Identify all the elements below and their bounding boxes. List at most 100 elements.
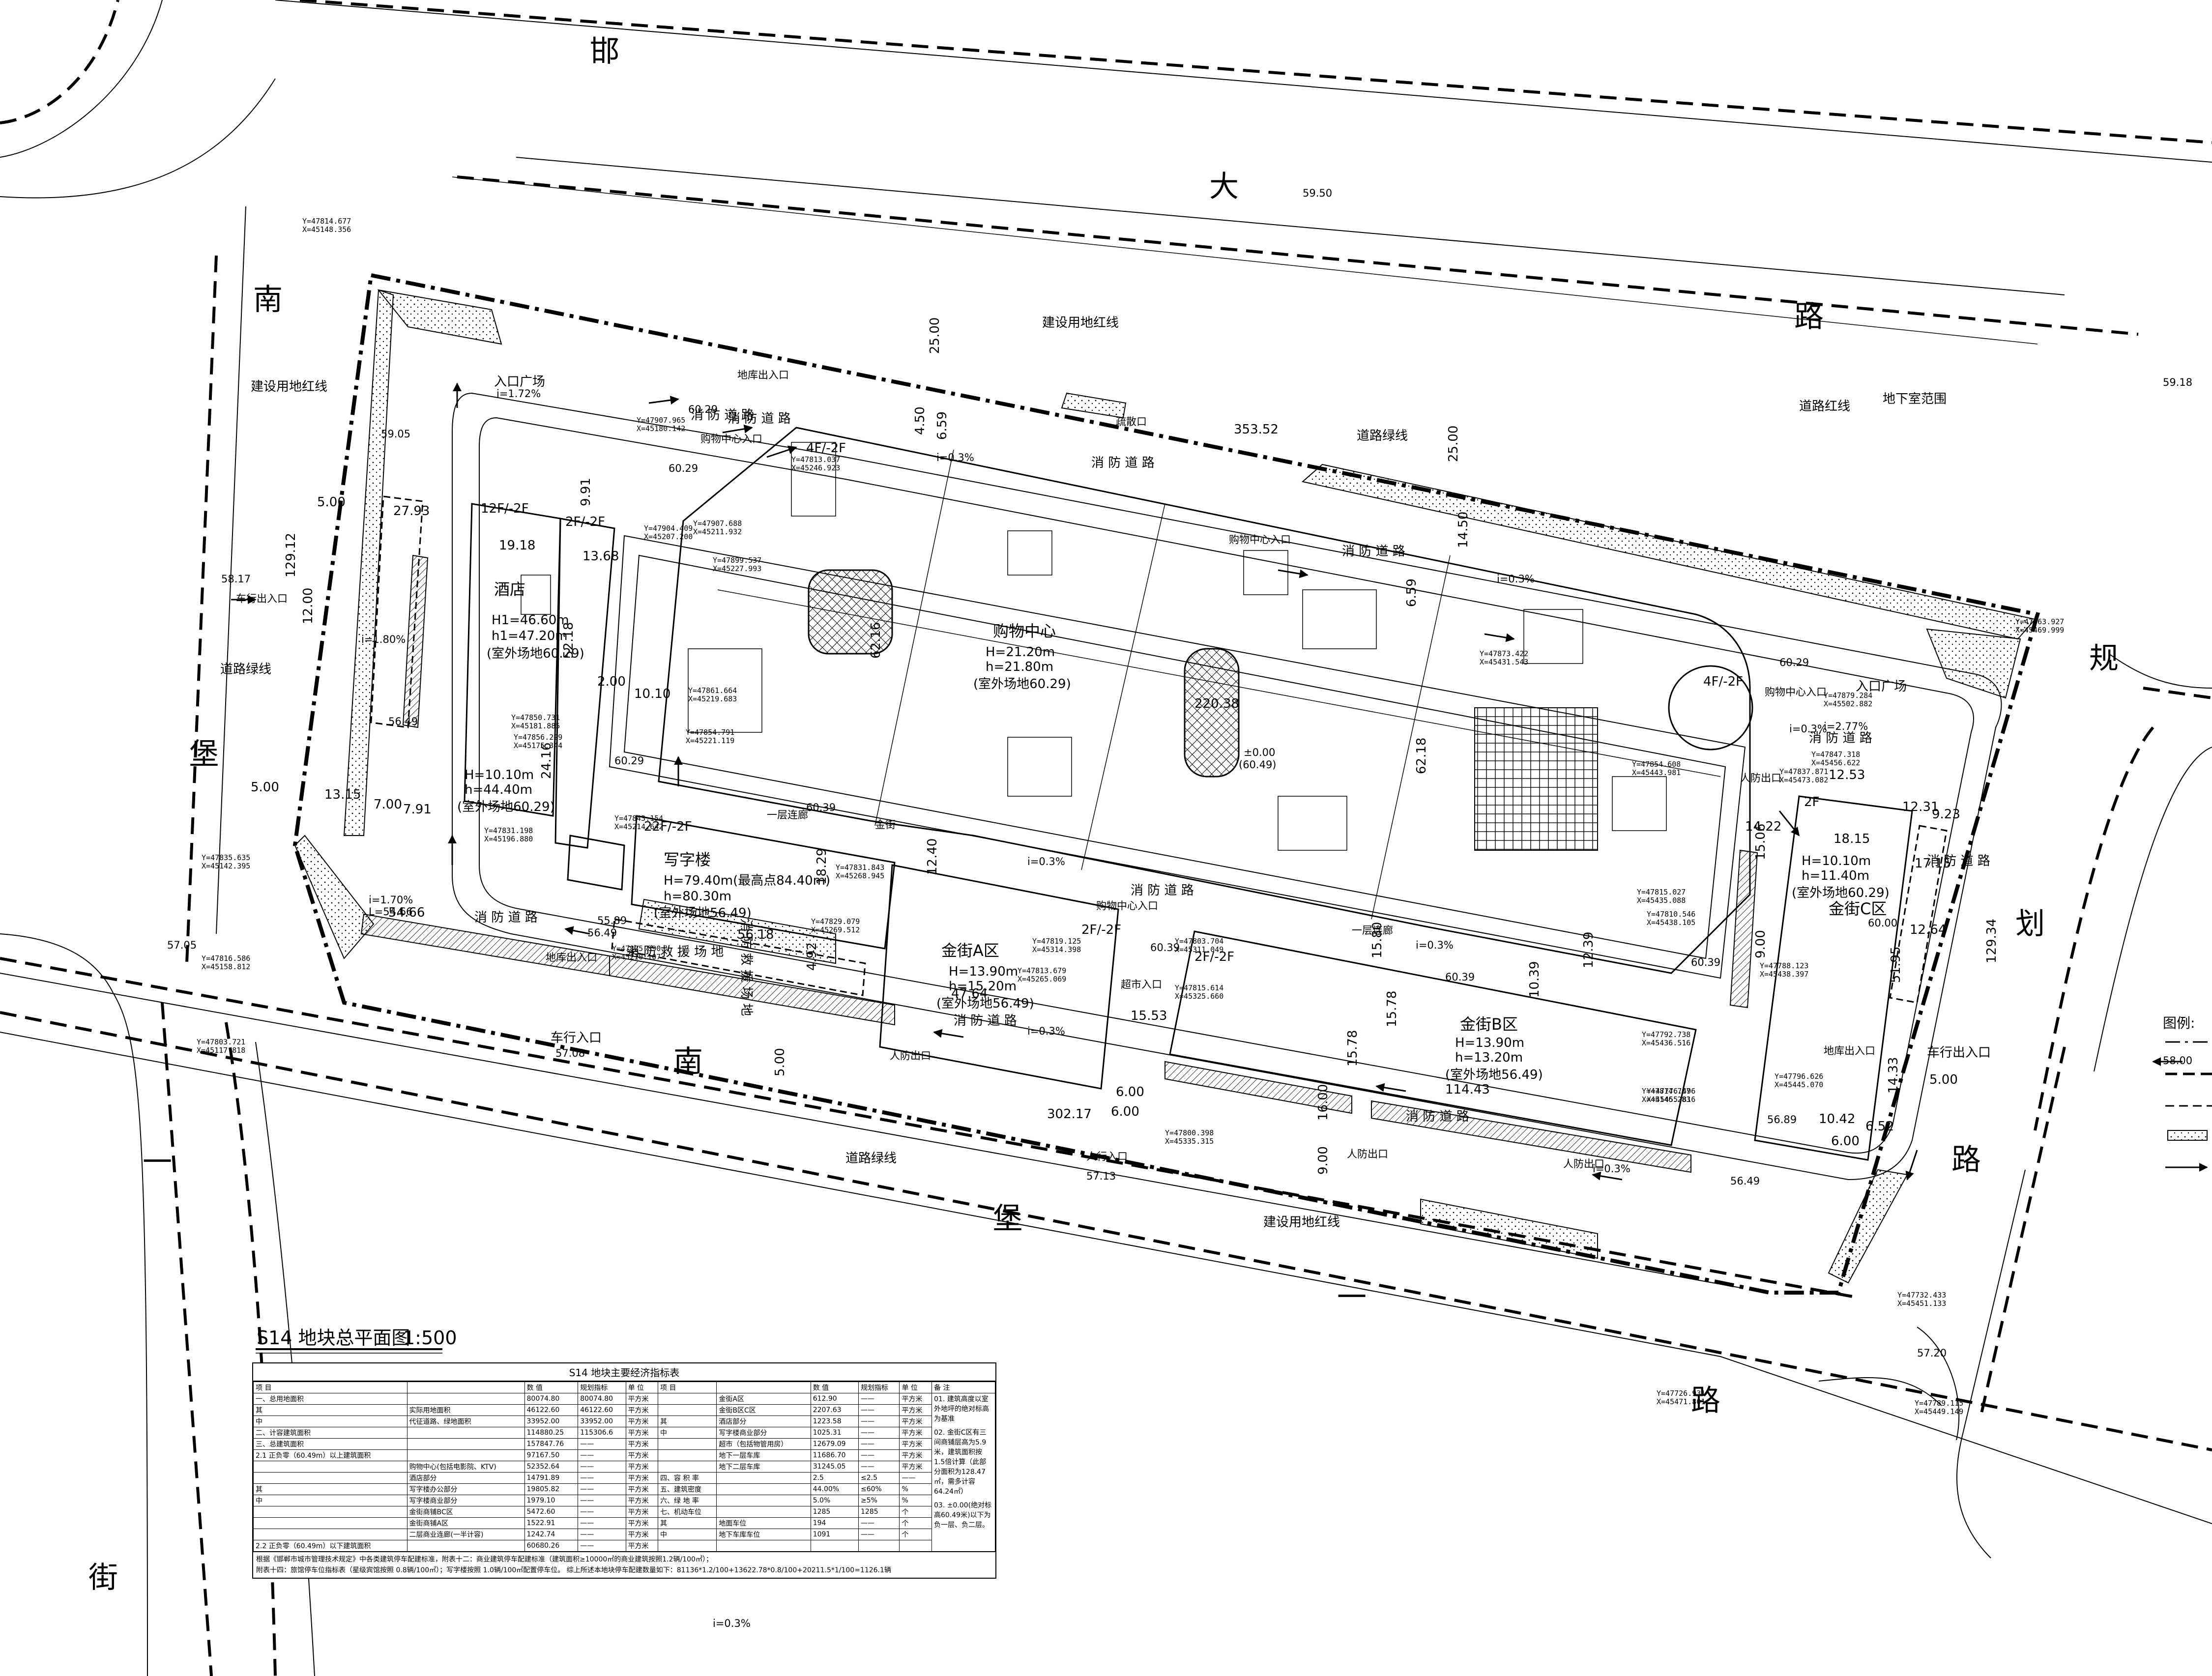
table-cell: 1091 — [810, 1529, 859, 1540]
table-cell: 平方米 — [625, 1483, 659, 1495]
table-cell: 超市（包括物管用房） — [716, 1438, 811, 1450]
coordinate-label: X=45207.200 — [644, 532, 693, 541]
label-rescue-left: 消 防 救 援 场 地 — [739, 919, 754, 1016]
table-cell: 2.1 正负零（60.49m）以上建筑面积 — [253, 1449, 407, 1461]
svg-text:(室外场地56.49): (室外场地56.49) — [654, 906, 752, 921]
label-gouwu-4: 购物中心入口 — [1765, 686, 1827, 698]
svg-text:i=2.77%: i=2.77% — [1824, 721, 1868, 732]
table-cell — [407, 1540, 525, 1552]
svg-text:2.00: 2.00 — [597, 674, 626, 689]
roof-grid — [1474, 707, 1598, 851]
svg-text:H1=46.60m: H1=46.60m — [492, 613, 569, 628]
coordinate-label: X=45471.801 — [1657, 1397, 1705, 1406]
svg-text:7.00: 7.00 — [374, 797, 402, 812]
table-cell: 平方米 — [625, 1517, 659, 1529]
table-cell: 平方米 — [625, 1449, 659, 1461]
table-note: 02. 金街C区有三间商铺层高为5.9米，建筑面积按1.5倍计算（此部分面积为1… — [934, 1429, 987, 1496]
svg-text:18.29: 18.29 — [815, 848, 829, 885]
table-cell — [899, 1540, 932, 1552]
table-cell — [716, 1540, 811, 1552]
table-cell: 194 — [810, 1517, 859, 1529]
svg-text:i=0.3%: i=0.3% — [936, 452, 974, 463]
coordinate-label: X=45196.880 — [484, 835, 533, 843]
coordinate-label: X=45502.882 — [1824, 699, 1872, 708]
table-cell: —— — [858, 1449, 900, 1461]
table-cell: 33952.00 — [578, 1416, 626, 1427]
table-cell: 2.5 — [810, 1472, 859, 1484]
table-cell: 14791.89 — [524, 1472, 579, 1484]
label-car-bottom: 车行入口 — [551, 1031, 602, 1045]
svg-text:12.40: 12.40 — [925, 838, 940, 875]
label-car-right: 车行出入口 — [1927, 1045, 1991, 1060]
table-cell: —— — [578, 1483, 626, 1495]
traffic-arrows — [231, 382, 2183, 1181]
svg-text:(室外场地56.49): (室外场地56.49) — [936, 996, 1034, 1011]
plan-scale: 1:500 — [403, 1327, 457, 1349]
svg-text:60.29: 60.29 — [614, 755, 644, 767]
svg-text:H=10.10m: H=10.10m — [465, 768, 534, 782]
coordinate-label: Y=47815.614 — [1175, 983, 1223, 992]
office-outline — [631, 815, 896, 950]
table-caption: S14 地块主要经济指标表 — [253, 1363, 995, 1382]
table-cell: 金街A区 — [716, 1393, 811, 1405]
svg-text:i=1.72%: i=1.72% — [496, 388, 541, 400]
table-cell: 平方米 — [625, 1529, 659, 1540]
svg-text:2F/-2F: 2F/-2F — [1081, 923, 1121, 937]
coordinate-label: Y=47813.037 — [791, 455, 840, 464]
table-cell: 157847.76 — [524, 1438, 579, 1450]
table-cell — [253, 1472, 407, 1484]
coordinate-label: X=45455.816 — [1647, 1095, 1695, 1104]
svg-text:(室外场地60.29): (室外场地60.29) — [973, 677, 1071, 692]
coordinate-label: Y=47814.677 — [302, 217, 351, 226]
coordinate-label: X=45148.356 — [302, 225, 351, 234]
table-cell: —— — [578, 1506, 626, 1518]
table-cell: 1285 — [858, 1506, 900, 1518]
table-cell — [253, 1529, 407, 1540]
table-cell: 1979.10 — [524, 1495, 579, 1506]
table-cell: 写字楼商业部分 — [407, 1495, 525, 1506]
coordinate-label: Y=47800.398 — [1165, 1128, 1214, 1137]
svg-text:i=0.3%: i=0.3% — [1027, 856, 1065, 867]
road-char-8: 一 — [1337, 1280, 1367, 1315]
table-cell: 80074.80 — [524, 1393, 579, 1405]
svg-text:5.00: 5.00 — [251, 780, 279, 795]
svg-text:114.43: 114.43 — [1445, 1082, 1490, 1097]
table-cell — [407, 1393, 525, 1405]
svg-text:56.89: 56.89 — [1767, 1114, 1797, 1126]
fire-roads — [452, 392, 2002, 1181]
coordinate-label: Y=47829.079 — [811, 917, 860, 926]
svg-text:56.49: 56.49 — [1730, 1175, 1760, 1187]
svg-text:10.39: 10.39 — [1527, 961, 1542, 998]
svg-text:55.89: 55.89 — [597, 915, 627, 926]
coordinate-label: Y=47803.704 — [1175, 937, 1223, 946]
table-cell: ≤60% — [858, 1483, 900, 1495]
table-cell: 1522.91 — [524, 1517, 579, 1529]
svg-text:6.00: 6.00 — [1111, 1104, 1139, 1119]
table-cell: —— — [858, 1461, 900, 1473]
table-cell: 平方米 — [625, 1461, 659, 1473]
svg-text:12F/-2F: 12F/-2F — [481, 501, 529, 516]
svg-text:金街C区: 金街C区 — [1829, 899, 1887, 918]
table-cell: 612.90 — [810, 1393, 859, 1405]
svg-text:14.33: 14.33 — [1886, 1057, 1901, 1094]
svg-text:129.12: 129.12 — [284, 533, 298, 578]
label-fire-road-9: 消 防 道 路 — [474, 910, 538, 925]
green-belts — [294, 289, 2036, 1284]
table-cell: 实际用地面积 — [407, 1404, 525, 1416]
coordinate-label: Y=47831.198 — [484, 826, 533, 835]
label-fire-road-5: 消 防 道 路 — [1131, 883, 1194, 898]
svg-text:25.00: 25.00 — [1446, 426, 1461, 462]
label-fire-road-1: 消 防 道 路 — [691, 408, 754, 423]
coordinate-label: X=45431.543 — [1480, 658, 1528, 666]
coordinate-label: Y=47847.318 — [1811, 750, 1860, 759]
building-jinjie-c: 2F 金街C区 H=10.10m h=11.40m (室外场地60.29) — [1792, 795, 1890, 918]
table-cell: 酒店部分 — [407, 1472, 525, 1484]
table-cell: 1025.31 — [810, 1427, 859, 1439]
table-cell: 个 — [899, 1517, 932, 1529]
